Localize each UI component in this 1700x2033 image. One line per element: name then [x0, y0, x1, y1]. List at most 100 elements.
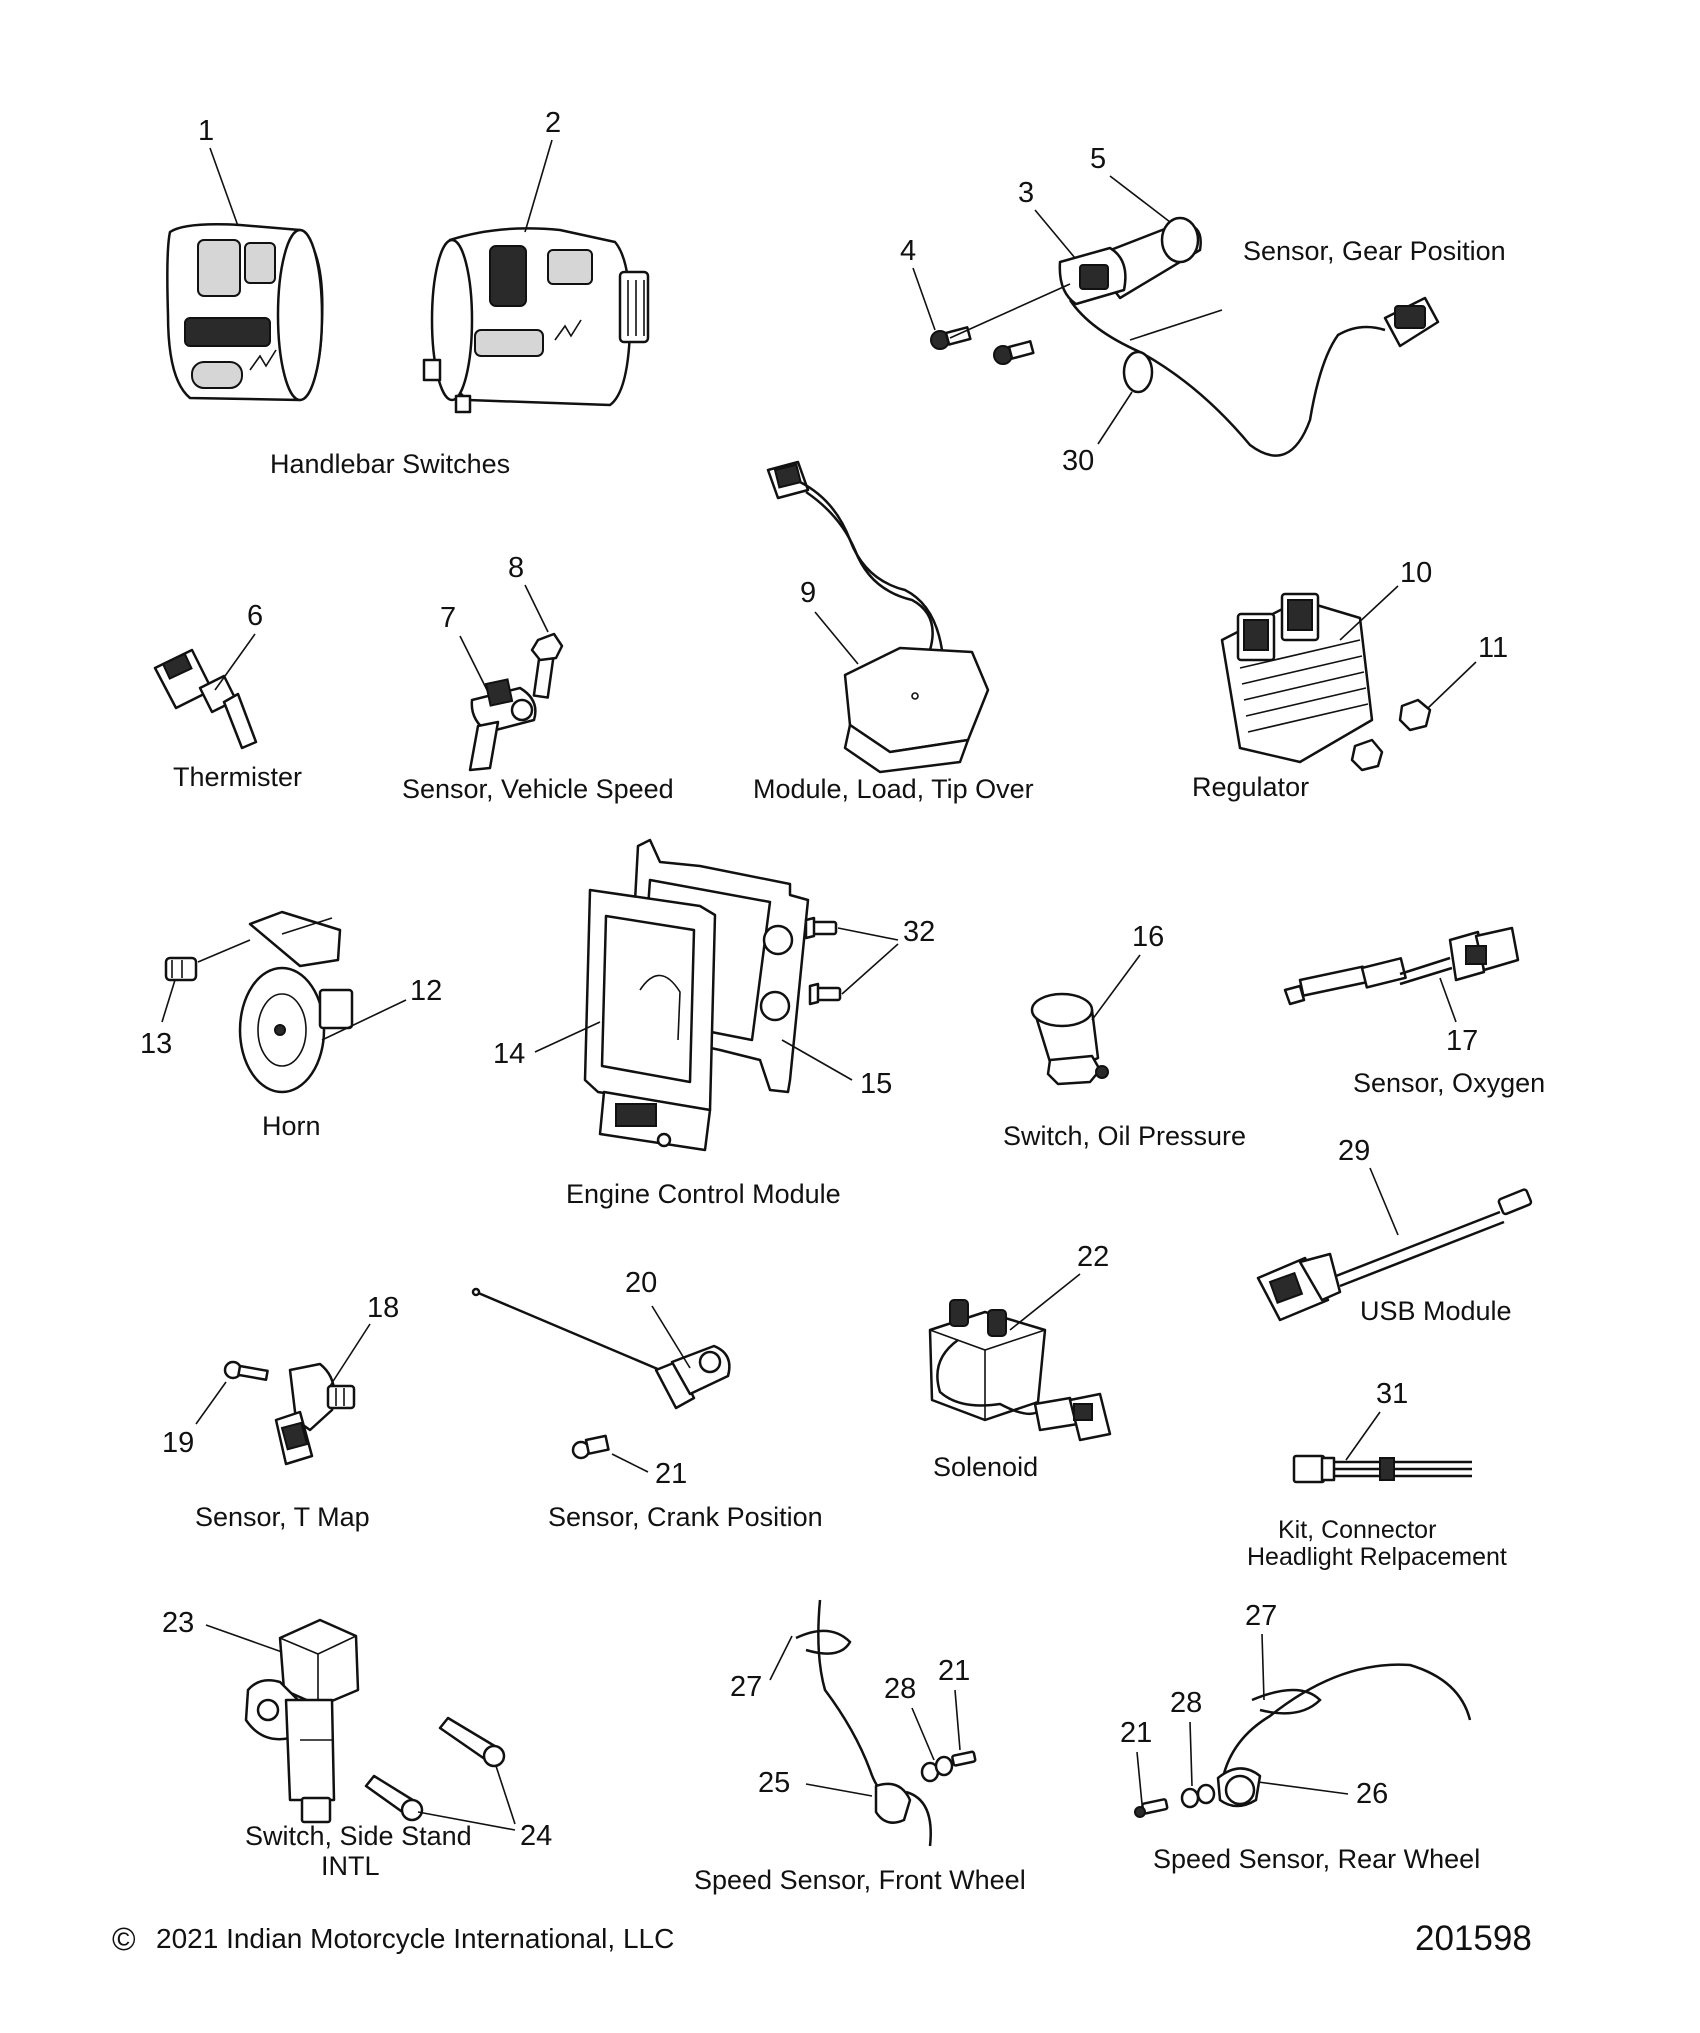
tmap-sensor-drawing: [223, 1360, 356, 1466]
horn-drawing: [164, 910, 354, 1094]
tmap-sensor-label: Sensor, T Map: [195, 1502, 370, 1532]
connector-kit-group: 31 Kit, Connector Headlight Relpacement: [1247, 1378, 1507, 1571]
oxygen-sensor-group: 17 Sensor, Oxygen: [1283, 926, 1545, 1098]
vehicle-speed-sensor-group: 8 7 Sensor, Vehicle Speed: [402, 552, 674, 804]
left-handlebar-switch-drawing: [166, 223, 324, 402]
side-stand-switch-drawing: [244, 1618, 360, 1824]
callout-31: 31: [1376, 1378, 1408, 1410]
tmap-sensor-group: 18 19 Sensor, T Map: [162, 1292, 399, 1532]
side-stand-switch-group: 23 24 Switch, Side Stand INTL: [162, 1607, 552, 1881]
right-handlebar-switch-drawing: [422, 227, 650, 414]
front-wheel-speed-sensor-label: Speed Sensor, Front Wheel: [694, 1865, 1026, 1895]
solenoid-label: Solenoid: [933, 1452, 1038, 1482]
thermister-drawing: [153, 648, 258, 750]
thermister-group: 6 Thermister: [153, 600, 302, 792]
callout-15: 15: [860, 1068, 892, 1100]
horn-group: 12 13 Horn: [140, 910, 442, 1141]
regulator-drawing: [1220, 592, 1432, 772]
callout-7: 7: [440, 602, 456, 634]
connector-kit-drawing: [1292, 1454, 1472, 1484]
callout-12: 12: [410, 975, 442, 1007]
tmap-screw-19-drawing: [223, 1360, 269, 1381]
callout-28: 28: [1170, 1687, 1202, 1719]
tip-over-module-drawing: [766, 460, 990, 774]
callout-16: 16: [1132, 921, 1164, 953]
connector-kit-label-line1: Kit, Connector: [1278, 1516, 1436, 1544]
tip-over-module-label: Module, Load, Tip Over: [753, 774, 1034, 804]
regulator-group: 10 11 Regulator: [1192, 557, 1508, 802]
copyright-symbol: ©: [112, 1921, 136, 1957]
oil-pressure-switch-drawing: [1030, 992, 1109, 1086]
ecm-module-14-drawing: [583, 888, 717, 1152]
callout-2: 2: [545, 107, 561, 139]
callout-8: 8: [508, 552, 524, 584]
callout-21: 21: [1120, 1717, 1152, 1749]
callout-11: 11: [1478, 632, 1508, 664]
solenoid-group: 22 Solenoid: [928, 1241, 1112, 1482]
callout-13: 13: [140, 1028, 172, 1060]
drawing-number: 201598: [1415, 1919, 1532, 1958]
gear-position-sensor-label: Sensor, Gear Position: [1243, 236, 1506, 266]
front-wheel-speed-sensor-group: 27 28 21 25 Speed Sensor, Front Wheel: [694, 1599, 1026, 1895]
callout-24: 24: [520, 1820, 552, 1852]
callout-4: 4: [900, 235, 916, 267]
callout-18: 18: [367, 1292, 399, 1324]
callout-25: 25: [758, 1767, 790, 1799]
side-stand-switch-label-line1: Switch, Side Stand: [245, 1821, 472, 1851]
callout-30: 30: [1062, 445, 1094, 477]
gear-position-sensor-group: 5 3 4 30 Sensor, Gear Position: [900, 143, 1506, 477]
tip-over-module-group: 9 Module, Load, Tip Over: [753, 460, 1034, 804]
connector-kit-label-line2: Headlight Relpacement: [1247, 1543, 1507, 1571]
copyright-text: 2021 Indian Motorcycle International, LL…: [156, 1923, 674, 1954]
usb-module-label: USB Module: [1360, 1296, 1512, 1326]
ecm-label: Engine Control Module: [566, 1179, 841, 1209]
rear-wheel-speed-sensor-group: 27 28 21 26 Speed Sensor, Rear Wheel: [1120, 1600, 1480, 1874]
crank-sensor-drawing: [471, 1287, 731, 1460]
usb-module-group: 29 USB Module: [1256, 1135, 1533, 1326]
side-stand-switch-label-line2: INTL: [321, 1851, 380, 1881]
side-stand-sleeves-24-drawing: [364, 1716, 506, 1822]
crank-sensor-label: Sensor, Crank Position: [548, 1502, 823, 1532]
callout-1: 1: [198, 115, 214, 147]
solenoid-drawing: [928, 1299, 1112, 1442]
thermister-label: Thermister: [173, 762, 302, 792]
vehicle-speed-sensor-drawing: [468, 632, 564, 772]
usb-module-drawing: [1256, 1188, 1533, 1322]
callout-10: 10: [1400, 557, 1432, 589]
callout-27: 27: [1245, 1600, 1277, 1632]
callout-21: 21: [938, 1655, 970, 1687]
vehicle-speed-sensor-label: Sensor, Vehicle Speed: [402, 774, 674, 804]
oil-pressure-switch-label: Switch, Oil Pressure: [1003, 1121, 1246, 1151]
rear-wheel-speed-sensor-label: Speed Sensor, Rear Wheel: [1153, 1844, 1480, 1874]
ecm-screws-32-drawing: [804, 916, 842, 1006]
screw-4-drawing: [930, 326, 1035, 365]
oil-pressure-switch-group: 16 Switch, Oil Pressure: [1003, 921, 1246, 1151]
callout-5: 5: [1090, 143, 1106, 175]
horn-label: Horn: [262, 1111, 321, 1141]
callout-3: 3: [1018, 177, 1034, 209]
callout-29: 29: [1338, 1135, 1370, 1167]
callout-21: 21: [655, 1458, 687, 1490]
callout-32: 32: [903, 916, 935, 948]
crank-screw-21-drawing: [571, 1434, 610, 1460]
rear-wheel-speed-sensor-drawing: [1134, 1663, 1472, 1818]
callout-28: 28: [884, 1673, 916, 1705]
callout-20: 20: [625, 1267, 657, 1299]
ecm-group: 32 14 15 Engine Control Module: [493, 838, 935, 1209]
footer: © 2021 Indian Motorcycle International, …: [112, 1919, 1532, 1958]
callout-14: 14: [493, 1038, 525, 1070]
callout-19: 19: [162, 1427, 194, 1459]
callout-9: 9: [800, 577, 816, 609]
callout-27: 27: [730, 1671, 762, 1703]
horn-bolt-13-drawing: [164, 956, 198, 982]
crank-sensor-group: 20 21 Sensor, Crank Position: [471, 1267, 823, 1532]
oxygen-sensor-drawing: [1283, 926, 1520, 1006]
handlebar-switches-label: Handlebar Switches: [270, 449, 510, 479]
callout-6: 6: [247, 600, 263, 632]
front-wheel-speed-sensor-drawing: [795, 1599, 977, 1847]
gear-position-sensor-drawing: [930, 216, 1440, 457]
oxygen-sensor-label: Sensor, Oxygen: [1353, 1068, 1545, 1098]
handlebar-switches-group: 1 2 Handlebar Switches: [166, 107, 650, 479]
callout-22: 22: [1077, 1241, 1109, 1273]
